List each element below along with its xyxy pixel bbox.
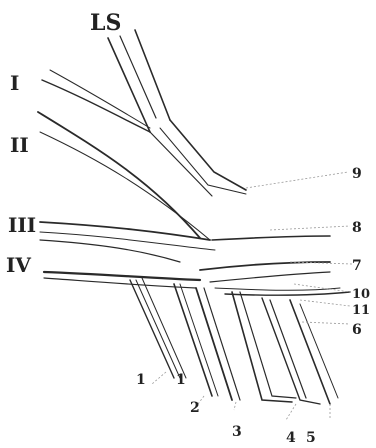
label-branch-1a: 1 <box>136 372 146 388</box>
label-branch-4: 4 <box>286 430 296 446</box>
label-branch-9: 9 <box>352 166 362 182</box>
label-ls: LS <box>90 10 121 36</box>
label-branch-3: 3 <box>232 424 242 440</box>
label-branch-8: 8 <box>352 220 362 236</box>
label-root-ii: II <box>10 133 29 157</box>
root-iii <box>40 222 215 262</box>
label-root-iv: IV <box>6 253 31 277</box>
label-branch-1b: 1 <box>176 372 186 388</box>
root-ii <box>38 112 210 240</box>
label-branch-10: 10 <box>352 287 370 302</box>
label-root-iii: III <box>8 213 36 237</box>
label-branch-6: 6 <box>352 322 362 338</box>
label-branch-5: 5 <box>306 430 316 446</box>
descending-branches <box>130 278 338 404</box>
root-i <box>42 70 150 132</box>
label-branch-2: 2 <box>190 400 200 416</box>
root-iv <box>44 272 200 288</box>
right-branches <box>200 236 350 295</box>
label-branch-7: 7 <box>352 258 362 274</box>
label-branch-11: 11 <box>352 303 370 318</box>
label-root-i: I <box>10 71 19 95</box>
